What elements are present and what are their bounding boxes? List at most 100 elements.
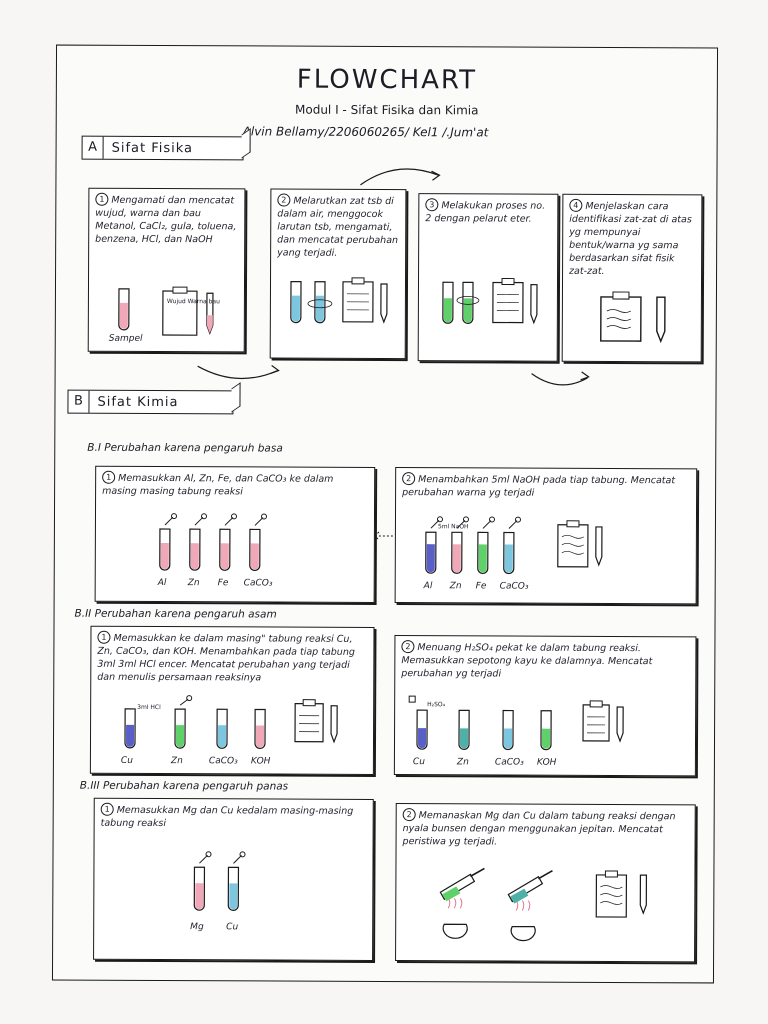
tube-label-zn: Zn	[187, 578, 200, 588]
section-b-label: Sifat Kimia	[97, 394, 179, 410]
tube-label-fe: Fe	[218, 578, 229, 588]
tube-label-al: Al	[157, 578, 167, 588]
test-tube-icon	[124, 708, 136, 749]
tube-label-cu: Cu	[121, 756, 133, 766]
heated-tube-icon	[507, 870, 553, 904]
section-b-header: B Sifat Kimia	[67, 389, 234, 415]
test-tube-icon	[193, 851, 212, 911]
pen-icon	[330, 705, 338, 744]
flowchart-sheet: FLOWCHART Modul I - Sifat Fisika dan Kim…	[51, 44, 719, 984]
test-tube-icon	[503, 516, 521, 575]
test-tube-icon	[174, 695, 193, 749]
tube-label-fe: Fe	[476, 581, 487, 591]
b2-label: B.II Perubahan karena pengaruh asam	[74, 607, 277, 621]
test-tube-icon	[249, 513, 267, 571]
step-a3-illustration	[442, 278, 538, 325]
tube-label-koh: KOH	[537, 758, 557, 768]
step-b3-2-illustration	[439, 867, 648, 942]
shaking-tube-icon	[456, 281, 480, 324]
bunsen-burner-icon	[510, 900, 536, 942]
test-tube-icon	[425, 516, 443, 574]
b3-label: B.III Perubahan karena pengaruh panas	[79, 779, 289, 793]
test-tube-icon	[219, 513, 237, 571]
section-a-letter: A	[82, 136, 104, 159]
tube-label-caco3: CaCO₃	[495, 757, 524, 767]
clipboard-icon	[492, 278, 524, 324]
tube-label-mg: Mg	[190, 922, 204, 932]
arrow-a1-a2	[197, 365, 280, 379]
tube-label-caco3: CaCO₃	[209, 756, 238, 766]
bunsen-burner-icon	[442, 897, 468, 939]
step-b3-1-illustration: Mg Cu	[190, 851, 246, 932]
pen-icon	[616, 706, 624, 743]
pen-icon	[639, 874, 648, 915]
tube-label-zn: Zn	[456, 757, 469, 767]
note-label: Wujud Warna bau	[167, 298, 220, 305]
arrow-a3-a4	[531, 371, 590, 386]
heated-tube-icon	[439, 867, 485, 902]
section-b-letter: B	[68, 390, 90, 413]
test-tube-icon	[254, 708, 266, 749]
test-tube-icon	[118, 288, 130, 331]
pen-icon	[206, 292, 214, 335]
pen-icon	[656, 296, 666, 344]
tube-label-caco3: CaCO₃	[244, 578, 273, 588]
test-tube-icon	[477, 516, 495, 574]
page-subtitle: Modul I - Sifat Fisika dan Kimia	[294, 102, 479, 118]
pen-icon	[595, 526, 603, 567]
step-a1-illustration: Sampel Wujud Warna bau	[109, 286, 220, 344]
author-line: Alvin Bellamy/2206060265/ Kel1 /.Jum'at	[242, 124, 489, 140]
page-title: FLOWCHART	[296, 64, 478, 96]
test-tube-icon	[502, 709, 514, 751]
tube-label-zn: Zn	[449, 581, 462, 591]
test-tube-icon	[227, 851, 246, 911]
tube-label-koh: KOH	[251, 756, 271, 766]
test-tube-icon	[159, 513, 177, 571]
clipboard-icon	[557, 520, 589, 568]
step-b2-1-illustration: 3ml HCl Cu Zn CaCO₃ KOH	[121, 695, 338, 767]
reagent-label: 5ml NaOH	[438, 523, 469, 530]
tube-label-caco3: CaCO₃	[500, 582, 529, 592]
tube-label-zn: Zn	[170, 756, 183, 766]
step-b1-1-illustration: Al Zn Fe CaCO₃	[157, 513, 273, 589]
step-a4-illustration	[600, 291, 666, 344]
reagent-label: 3ml HCl	[137, 704, 161, 711]
tube-label-al: Al	[423, 581, 433, 591]
test-tube-icon	[540, 710, 552, 751]
section-a-label: Sifat Fisika	[111, 140, 194, 156]
step-b2-2-illustration: H₂SO₄ Cu Zn CaCO₃ KOH	[408, 695, 624, 768]
clipboard-icon: Wujud Warna bau	[162, 286, 220, 336]
section-a-header: A Sifat Fisika	[81, 135, 244, 161]
test-tube-icon	[216, 708, 228, 749]
clipboard-icon	[595, 870, 628, 918]
tube-label-cu: Cu	[226, 922, 238, 932]
sample-label: Sampel	[109, 334, 143, 344]
clipboard-icon	[342, 277, 374, 323]
test-tube-icon	[451, 516, 469, 574]
pen-icon	[380, 283, 388, 324]
arrow-a2-a3	[360, 168, 441, 186]
clipboard-icon	[582, 700, 610, 742]
pen-icon	[530, 284, 538, 325]
step-a2-illustration	[290, 277, 388, 324]
clipboard-icon	[294, 699, 324, 743]
test-tube-icon	[408, 695, 428, 750]
clipboard-icon	[600, 291, 642, 342]
